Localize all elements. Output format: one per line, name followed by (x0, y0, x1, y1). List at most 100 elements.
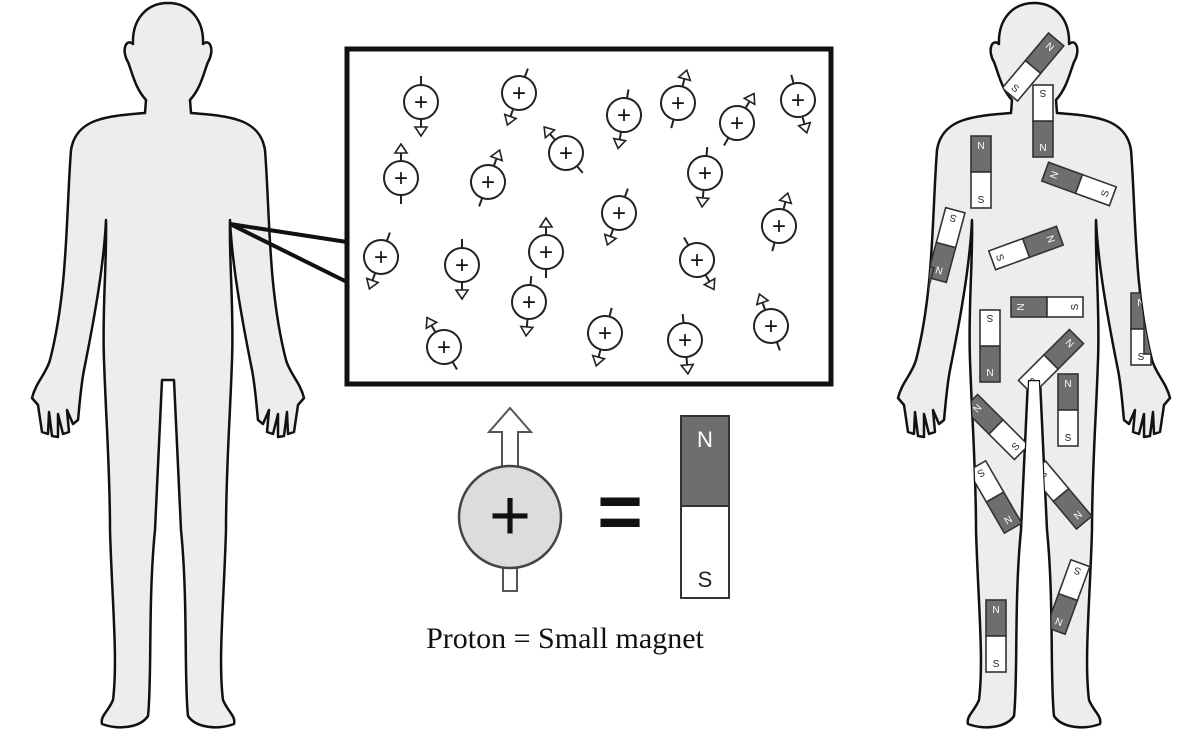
spin-arrowhead (519, 325, 535, 338)
proton-spin: + (363, 232, 399, 291)
spin-tail (385, 232, 391, 242)
proton-spin: + (601, 188, 637, 247)
body-bar-magnet: NS (1057, 373, 1079, 447)
spin-proton-symbol: + (374, 244, 388, 271)
proton-spin: + (528, 216, 564, 278)
spin-proton (587, 315, 623, 351)
magnet-south-letter: S (1039, 87, 1046, 98)
magnet-north-letter: N (917, 269, 927, 281)
magnet-north-letter: N (1044, 234, 1057, 245)
magnet-south-letter: S (986, 312, 993, 323)
magnet-south-letter: S (993, 253, 1006, 263)
proton-spin: + (444, 239, 480, 301)
spin-tail (608, 307, 613, 317)
spin-tail (771, 242, 776, 252)
proton-spin: + (719, 92, 756, 147)
spin-arrowhead (778, 191, 793, 205)
proton-spin: + (587, 307, 623, 368)
body-bar-magnet: NS (1143, 281, 1165, 355)
magnet-north-letter: N (977, 141, 984, 152)
magnet-south-letter: S (903, 321, 913, 333)
magnet-south-letter: S (1099, 188, 1112, 198)
spin-proton (667, 322, 703, 358)
magnet-north-letter: N (986, 366, 993, 377)
bar-magnet-icon: N S (680, 415, 730, 599)
magnet-south-letter: S (1150, 284, 1157, 295)
magnet-south-letter: S (978, 195, 985, 206)
spin-proton (511, 284, 547, 320)
proton-spin: + (660, 68, 696, 129)
body-bar-magnet: NS (1045, 558, 1091, 636)
magnet-south-half (1032, 84, 1054, 122)
spin-proton-symbol: + (612, 200, 626, 227)
spin-arrowhead (413, 126, 429, 138)
spin-proton-symbol: + (437, 334, 451, 361)
spin-arrowhead (489, 148, 504, 162)
spin-arrowhead (695, 196, 711, 209)
spin-proton-symbol: + (522, 289, 536, 316)
spin-proton-symbol: + (598, 320, 612, 347)
spin-proton (426, 329, 462, 365)
spin-proton-symbol: + (671, 90, 685, 117)
body-bar-magnet: NS (970, 135, 992, 209)
proton-zoom-box: +++++++++++++++++++++ (344, 46, 834, 387)
spin-arrowhead (797, 121, 812, 135)
spin-proton-symbol: + (559, 140, 573, 167)
body-bar-magnet: NS (1032, 84, 1054, 158)
magnet-south-letter: S (975, 466, 987, 479)
magnet-north-letter: N (1137, 298, 1144, 309)
proton-spin: + (501, 68, 537, 127)
magnet-north-letter: N (1016, 303, 1027, 310)
body-bar-magnet: NS (987, 225, 1065, 271)
spin-proton (470, 164, 506, 200)
left-human-figure (30, 1, 306, 729)
spin-arrowhead (543, 125, 557, 140)
magnet-south-half (1057, 558, 1091, 602)
proton-magnet-legend: + = N S Proton = Small magnet (426, 406, 730, 655)
spin-arrowhead (742, 92, 756, 106)
spin-proton-symbol: + (730, 110, 744, 137)
magnet-south-half (1143, 281, 1165, 319)
body-bar-magnet: NS (1040, 161, 1118, 207)
spin-arrowhead (755, 292, 770, 306)
body-bar-magnet: NS (985, 599, 1007, 673)
spin-proton-symbol: + (414, 89, 428, 116)
spin-tail (523, 68, 529, 78)
spin-arrowhead (425, 316, 439, 330)
magnet-south-half (987, 237, 1031, 271)
spin-proton-symbol: + (455, 252, 469, 279)
proton-spin: + (679, 236, 716, 291)
magnet-north-letter: N (1054, 615, 1065, 628)
body-bar-magnet: NS (979, 309, 1001, 383)
body-bar-magnet: NS (962, 393, 1030, 461)
spin-tail (683, 236, 690, 246)
proton-spin: + (470, 148, 506, 207)
proton-spin: + (425, 316, 462, 371)
magnet-north-letter: N (1049, 170, 1062, 181)
spin-proton (444, 247, 480, 283)
spin-arrowhead (393, 142, 409, 154)
spin-tail (681, 314, 685, 324)
proton-spin: + (753, 292, 789, 351)
figure-caption: Proton = Small magnet (426, 622, 704, 655)
spin-proton (719, 105, 755, 141)
magnet-south-letter: S (948, 211, 958, 223)
magnet-south-half (987, 418, 1030, 461)
spin-proton (679, 242, 715, 278)
proton-spin: + (780, 74, 816, 135)
proton-spin: + (606, 89, 642, 150)
spin-tail (790, 74, 795, 84)
spin-proton-symbol: + (617, 102, 631, 129)
spin-arrowhead (702, 277, 716, 291)
equals-sign: = (597, 467, 643, 555)
magnet-south-half (985, 635, 1007, 673)
large-proton-plus: + (489, 476, 531, 556)
spin-proton-symbol: + (772, 213, 786, 240)
spin-proton-symbol: + (678, 327, 692, 354)
magnet-south-half (898, 296, 926, 339)
body-bar-magnet: NS (967, 459, 1023, 535)
proton-spin: + (761, 191, 797, 252)
spin-proton (363, 239, 399, 275)
